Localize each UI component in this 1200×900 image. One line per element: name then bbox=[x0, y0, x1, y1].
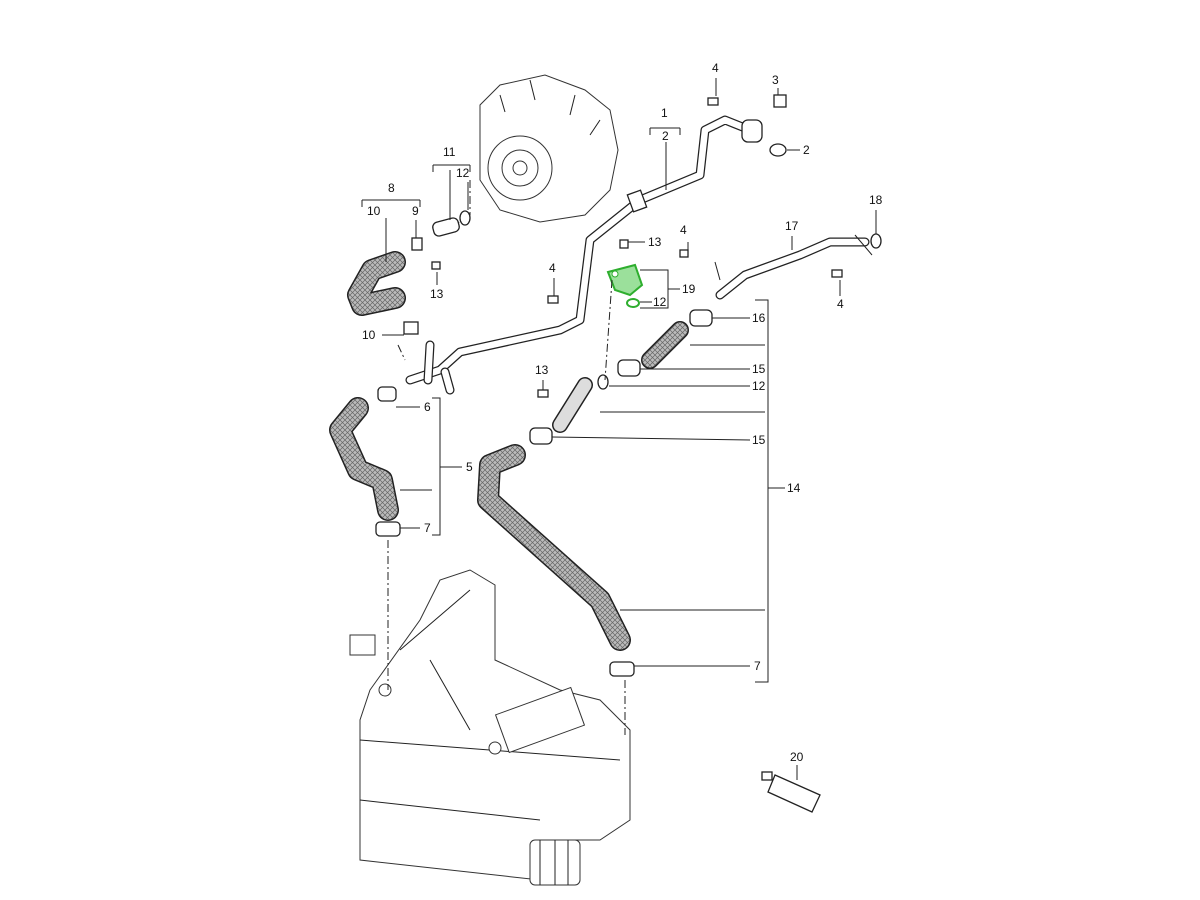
callout-2: 2 bbox=[662, 129, 669, 143]
sensor-3 bbox=[773, 94, 787, 108]
callout-17: 17 bbox=[785, 219, 799, 233]
callout-18: 18 bbox=[869, 193, 883, 207]
coolant-pipe-1 bbox=[405, 115, 763, 395]
callout-1: 1 bbox=[661, 106, 668, 120]
callout-20: 20 bbox=[790, 750, 804, 764]
callout-13: 13 bbox=[430, 287, 444, 301]
callout-15-b: 15 bbox=[752, 433, 766, 447]
oil-cooler-housing bbox=[349, 569, 631, 886]
clamp-7b bbox=[609, 661, 635, 677]
hose-14 bbox=[478, 445, 630, 650]
o-ring-12 bbox=[459, 210, 471, 226]
callout-13-b: 13 bbox=[648, 235, 662, 249]
callout-7-b: 7 bbox=[754, 659, 761, 673]
clamp-16 bbox=[689, 309, 713, 327]
callout-10: 10 bbox=[367, 204, 381, 218]
bolt-4 bbox=[707, 97, 719, 106]
bolt-4b bbox=[679, 249, 689, 258]
callout-15: 15 bbox=[752, 362, 766, 376]
callout-12-b: 12 bbox=[653, 295, 667, 309]
clamp-15a bbox=[617, 359, 641, 377]
o-ring-12c bbox=[597, 374, 609, 390]
callout-13-c: 13 bbox=[535, 363, 549, 377]
callout-10-b: 10 bbox=[362, 328, 376, 342]
callout-19: 19 bbox=[682, 282, 696, 296]
o-ring-18 bbox=[870, 233, 882, 249]
alternator bbox=[479, 74, 619, 223]
bolt-13b bbox=[619, 239, 629, 249]
callout-4: 4 bbox=[712, 61, 719, 75]
sealant-tube-20 bbox=[761, 771, 821, 813]
callout-9: 9 bbox=[412, 204, 419, 218]
clamp-15b bbox=[529, 427, 553, 445]
clamp-10 bbox=[403, 321, 419, 335]
leader-lines bbox=[361, 78, 877, 780]
connector-11 bbox=[432, 217, 460, 237]
connector-pipe bbox=[553, 378, 592, 432]
callout-6: 6 bbox=[424, 400, 431, 414]
hose-5 bbox=[330, 398, 398, 520]
clamp-7 bbox=[375, 521, 401, 537]
callout-5: 5 bbox=[466, 460, 473, 474]
bolt-13 bbox=[431, 261, 441, 270]
callout-4-c: 4 bbox=[549, 261, 556, 275]
callout-12-c: 12 bbox=[752, 379, 766, 393]
o-ring-2 bbox=[769, 143, 787, 157]
callout-14: 14 bbox=[787, 481, 801, 495]
callout-8: 8 bbox=[388, 181, 395, 195]
callout-2-oring: 2 bbox=[803, 143, 810, 157]
callout-4-b: 4 bbox=[680, 223, 687, 237]
callout-3: 3 bbox=[772, 73, 779, 87]
bolt-4c bbox=[547, 295, 559, 304]
callout-16: 16 bbox=[752, 311, 766, 325]
bolt-13c bbox=[537, 389, 549, 398]
callout-4-d: 4 bbox=[837, 297, 844, 311]
clamp-6 bbox=[377, 386, 397, 402]
hose-short bbox=[642, 322, 688, 368]
bolt-4d bbox=[831, 269, 843, 278]
callout-11: 11 bbox=[443, 145, 456, 159]
callout-12: 12 bbox=[456, 166, 470, 180]
coolant-pipe-17 bbox=[714, 234, 873, 300]
hose-10 bbox=[348, 252, 405, 315]
clamp-9 bbox=[411, 237, 423, 251]
callout-7: 7 bbox=[424, 521, 431, 535]
flange-19-highlighted bbox=[606, 263, 644, 308]
